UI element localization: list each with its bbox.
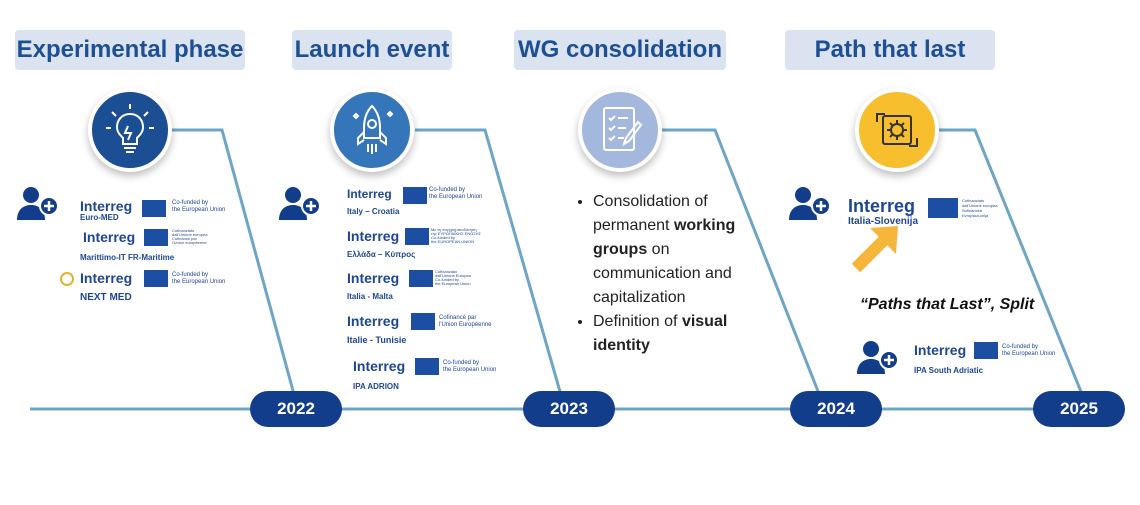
programme-logo-marittimo: Interreg Marittimo-IT FR-Maritime Cofina… [80, 228, 208, 263]
programme-logo-italiaslovenija: Interreg Italia-Slovenija Cofinanziato d… [848, 196, 998, 227]
eu-flag-icon [405, 228, 429, 245]
add-person-icon [857, 341, 899, 374]
event-title: “Paths that Last”, Split [860, 296, 1035, 313]
phase-title-launch: Launch event [292, 30, 452, 70]
programme-logo-greececyprus: Interreg Ελλάδα – Κύπρος Με τη συγχρηματ… [347, 227, 482, 260]
eu-flag-icon [415, 358, 439, 375]
rocket-icon [330, 88, 414, 172]
programme-logo-italycroatia: Interreg Italy – Croatia Co-funded by th… [347, 187, 483, 216]
bullet-item: Definition of visual identity [593, 310, 755, 358]
year-2024: 2024 [790, 391, 882, 427]
programme-logo-italietunisie: Interreg Italie - Tunisie Cofinancé par … [347, 313, 492, 345]
year-2022: 2022 [250, 391, 342, 427]
year-2023: 2023 [523, 391, 615, 427]
eu-flag-icon [974, 342, 998, 359]
phase-title-experimental: Experimental phase [15, 30, 245, 70]
add-person-icon [17, 187, 59, 220]
eu-flag-icon [403, 187, 427, 204]
programme-logo-italiamalta: Interreg Italia - Malta Cofinanziato dal… [347, 269, 471, 302]
eu-flag-icon [144, 270, 168, 287]
phase-title-path: Path that last [785, 30, 995, 70]
eu-flag-icon [928, 198, 958, 218]
programme-logo-ipaadrion: Interreg IPA ADRION Co-funded by the Eur… [353, 358, 497, 391]
add-person-icon [789, 187, 831, 220]
add-person-icon [279, 187, 321, 220]
eu-flag-icon [411, 313, 435, 330]
programme-logo-nextmed: Interreg NEXT MED Co-funded by the Europ… [60, 270, 240, 303]
phase-title-wg: WG consolidation [514, 30, 726, 70]
lightbulb-icon [88, 88, 172, 172]
checklist-icon [578, 88, 662, 172]
bullet-item: Consolidation of permanent working group… [593, 190, 755, 310]
eu-flag-icon [144, 229, 168, 246]
programme-logo-euromed: Interreg Euro-MED Co-funded by the Europ… [80, 198, 226, 222]
programme-logo-ipasouthadriatic: Interreg IPA South Adriatic Co-funded by… [914, 342, 1056, 375]
arrow-icon [851, 226, 898, 273]
gear-cycle-icon [855, 88, 939, 172]
eu-flag-icon [142, 200, 166, 217]
year-2025: 2025 [1033, 391, 1125, 427]
wg-bullet-list: Consolidation of permanent working group… [575, 190, 755, 358]
eu-flag-icon [409, 270, 433, 287]
sun-logo-icon [60, 272, 74, 286]
